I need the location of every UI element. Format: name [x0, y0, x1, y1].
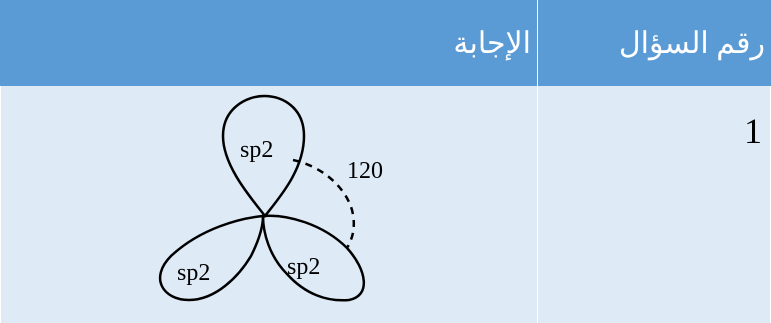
orbital-label-bottom-right: sp2 — [287, 254, 320, 280]
answer-cell: sp2 sp2 sp2 120 — [0, 86, 538, 323]
orbital-lobe-bottom-right — [261, 214, 366, 302]
header-answer-label: الإجابة — [453, 26, 531, 60]
header-answer: الإجابة — [0, 0, 538, 86]
angle-arc — [292, 158, 356, 249]
orbital-lobe-top — [221, 94, 306, 219]
sp2-orbital-diagram: sp2 sp2 sp2 120 — [159, 94, 383, 302]
header-question-number: رقم السؤال — [538, 0, 771, 86]
orbital-label-top: sp2 — [240, 137, 273, 163]
question-number: 1 — [744, 111, 762, 151]
header-question-number-label: رقم السؤال — [618, 26, 765, 60]
question-number-cell: 1 — [538, 86, 771, 323]
orbital-label-bottom-left: sp2 — [177, 260, 210, 286]
angle-label: 120 — [347, 158, 383, 184]
orbital-lobe-bottom-left — [159, 214, 265, 302]
